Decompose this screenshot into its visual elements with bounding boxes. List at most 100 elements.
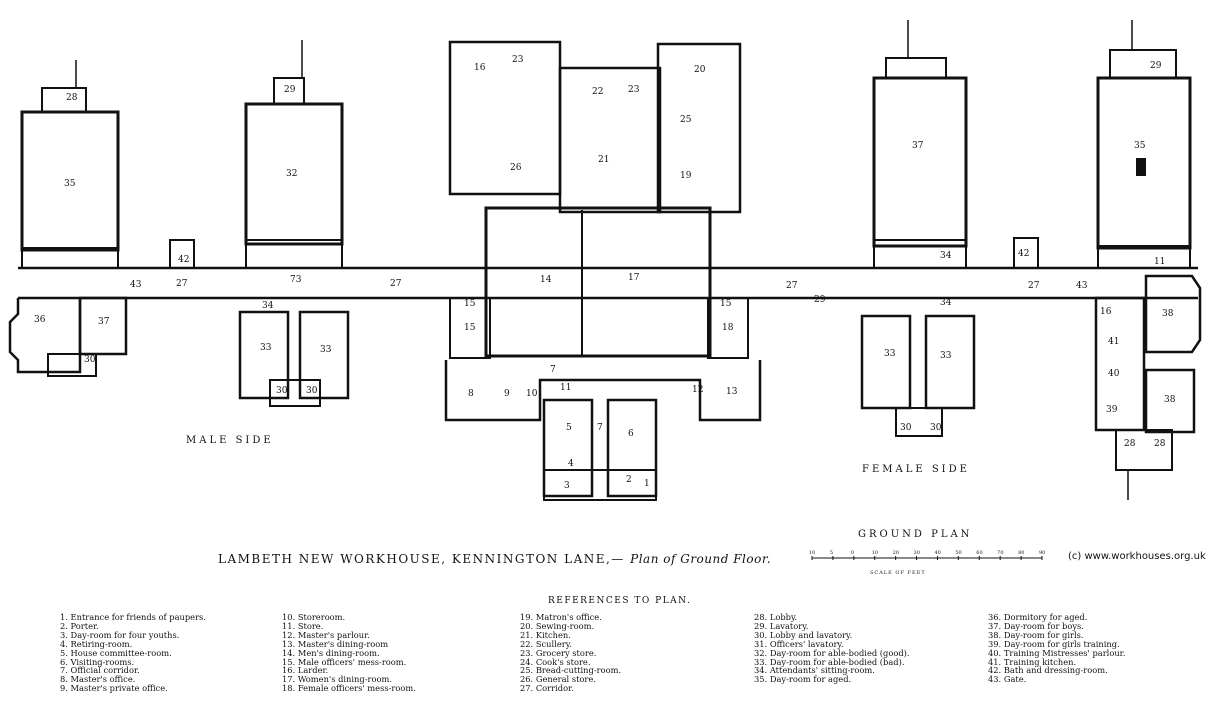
reference-item: 34. Attendants' sitting-room. [754, 665, 875, 676]
room-label: 27 [1028, 281, 1040, 291]
room-33d [924, 314, 976, 410]
tower-29a [273, 77, 305, 105]
scale-tick-label: 30 [914, 550, 920, 556]
reference-item: 21. Kitchen. [520, 629, 571, 640]
room-33b [298, 310, 350, 400]
ground-plan-drawing: MALE SIDE FEMALE SIDE 35 28 36 37 30 43 … [8, 20, 1202, 560]
tower-28b [1109, 49, 1177, 79]
references-title: REFERENCES TO PLAN. [548, 596, 692, 606]
room-label: 19 [680, 171, 692, 181]
room-label: 28 [66, 93, 78, 103]
scale-tick-label: 5 [830, 550, 833, 556]
room-label: 15 [720, 299, 732, 309]
main-corridor [18, 266, 1198, 300]
room-label: 15 [464, 323, 476, 333]
front-range [444, 360, 762, 422]
room-label: 27 [390, 279, 402, 289]
room-label: 20 [694, 65, 706, 75]
reference-item: 42. Bath and dressing-room. [988, 665, 1108, 676]
room-38b-block [1144, 368, 1196, 434]
room-label: 37 [912, 141, 924, 151]
block-37-ext [873, 239, 967, 269]
references-column-3: 19. Matron's office. 20. Sewing-room. 21… [520, 613, 621, 693]
block-female-ext [1097, 245, 1191, 269]
room-label: 2 [626, 475, 632, 485]
reference-item: 9. Master's private office. [60, 683, 168, 694]
room-label: 3 [564, 481, 570, 491]
reference-item: 12. Master's parlour. [282, 629, 370, 640]
room-label: 29 [814, 295, 826, 305]
caption-subtitle: Plan of Ground Floor. [630, 552, 772, 566]
block-32-ext [245, 239, 343, 269]
scale-tick-label: 20 [893, 550, 899, 556]
reference-item: 38. Day-room for girls. [988, 629, 1084, 640]
room-label: 1 [644, 479, 650, 489]
room-label: 43 [1076, 281, 1088, 291]
room-label: 10 [526, 389, 538, 399]
dining-hall [484, 206, 712, 358]
room-label: 38 [1164, 395, 1176, 405]
room-label: 28 [1154, 439, 1166, 449]
room-label: 17 [628, 273, 640, 283]
reference-item: 17. Women's dining-room. [282, 674, 392, 685]
wing-male-aged-ext [21, 247, 119, 269]
reference-item: 20. Sewing-room. [520, 620, 595, 631]
bay-36 [8, 298, 82, 374]
room-label: 30 [900, 423, 912, 433]
copyright-notice: (c) www.workhouses.org.uk [1068, 551, 1206, 562]
references-column-2: 10. Storeroom. 11. Store. 12. Master's p… [282, 613, 416, 693]
room-label: 11 [1154, 257, 1165, 267]
room-label: 34 [940, 298, 952, 308]
room-label: 26 [510, 163, 522, 173]
scullery-block [558, 66, 662, 214]
reference-item: 18. Female officers' mess-room. [282, 683, 416, 694]
reference-item: 14. Men's dining-room. [282, 647, 380, 658]
room-label: 30 [84, 355, 96, 365]
male-side-label: MALE SIDE [186, 435, 274, 446]
bay-38 [1144, 274, 1202, 354]
room-label: 16 [1100, 307, 1112, 317]
block-37 [872, 76, 968, 248]
reference-item: 40. Training Mistresses' parlour. [988, 647, 1126, 658]
room-label: 73 [290, 275, 302, 285]
room-label: 18 [722, 323, 734, 333]
room-label: 34 [262, 301, 274, 311]
room-label: 5 [566, 423, 572, 433]
room-label: 13 [726, 387, 738, 397]
entrance-porch [543, 469, 657, 501]
lav-30b [269, 379, 321, 407]
reference-item: 43. Gate. [988, 674, 1027, 685]
room-label: 38 [1162, 309, 1174, 319]
scale-tick-label: 60 [976, 550, 982, 556]
reference-item: 13. Master's dining-room [282, 638, 389, 649]
room-label: 33 [320, 345, 332, 355]
room-label: 37 [98, 317, 110, 327]
room-label: 23 [512, 55, 524, 65]
room-label: 16 [474, 63, 486, 73]
room-label: 34 [940, 251, 952, 261]
room-label: 29 [284, 85, 296, 95]
reference-item: 29. Lavatory. [754, 620, 809, 631]
reference-item: 25. Bread-cutting-room. [520, 665, 622, 676]
reference-item: 2. Porter. [60, 620, 99, 631]
room-label: 11 [560, 383, 571, 393]
room-label: 27 [786, 281, 798, 291]
scale-tick-label: 0 [851, 550, 854, 556]
room-label: 28 [1124, 439, 1136, 449]
room-label: 30 [930, 423, 942, 433]
reference-item: 22. Scullery. [520, 638, 572, 649]
room-label: 14 [540, 275, 552, 285]
reference-item: 28. Lobby. [754, 612, 798, 622]
room-label: 29 [1150, 61, 1162, 71]
tower-28a [41, 87, 87, 113]
room-15-block [449, 297, 491, 359]
room-label: 33 [884, 349, 896, 359]
room-label: 35 [1134, 141, 1146, 151]
room-label: 22 [592, 87, 603, 97]
reference-item: 23. Grocery store. [520, 647, 597, 658]
room-37-block [78, 296, 128, 356]
room-label: 42 [1018, 249, 1029, 259]
reference-item: 16. Larder. [282, 665, 329, 676]
room-label: 32 [286, 169, 297, 179]
room-label: 30 [276, 386, 288, 396]
